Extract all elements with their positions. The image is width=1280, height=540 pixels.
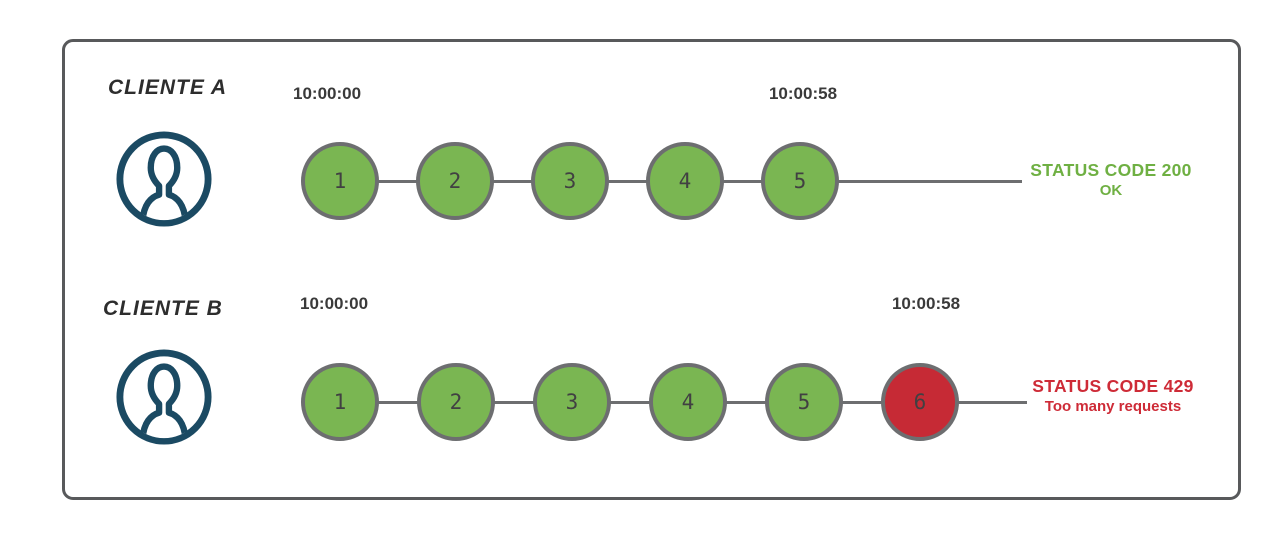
client-a-start-time: 10:00:00 [293, 84, 362, 103]
diagram-frame [62, 39, 1241, 500]
client-a-status-message: OK [1099, 181, 1123, 199]
request-node-b4: 4 [649, 363, 727, 441]
client-b-end-time: 10:00:58 [891, 294, 961, 313]
client-a-user-icon [116, 131, 212, 227]
request-node-a5: 5 [761, 142, 839, 220]
request-node-b6-blocked: 6 [881, 363, 959, 441]
client-b-start-time: 10:00:00 [300, 294, 369, 313]
client-a-status-code: STATUS CODE 200 [1030, 160, 1192, 180]
request-node-a4: 4 [646, 142, 724, 220]
request-node-b2: 2 [417, 363, 495, 441]
client-a-end-time: 10:00:58 [768, 84, 838, 103]
client-b-status-code: STATUS CODE 429 [1032, 376, 1194, 396]
client-b-status: STATUS CODE 429 Too many requests [1026, 376, 1200, 417]
request-node-a2: 2 [416, 142, 494, 220]
client-b-status-message: Too many requests [1044, 397, 1182, 415]
request-node-b3: 3 [533, 363, 611, 441]
request-node-a1: 1 [301, 142, 379, 220]
client-a-label: CLIENTE A [108, 76, 228, 99]
request-node-b5: 5 [765, 363, 843, 441]
client-a-status: STATUS CODE 200 OK [1026, 160, 1196, 201]
request-node-a3: 3 [531, 142, 609, 220]
request-node-b1: 1 [301, 363, 379, 441]
client-b-user-icon [116, 349, 212, 445]
client-b-label: CLIENTE B [103, 297, 223, 320]
